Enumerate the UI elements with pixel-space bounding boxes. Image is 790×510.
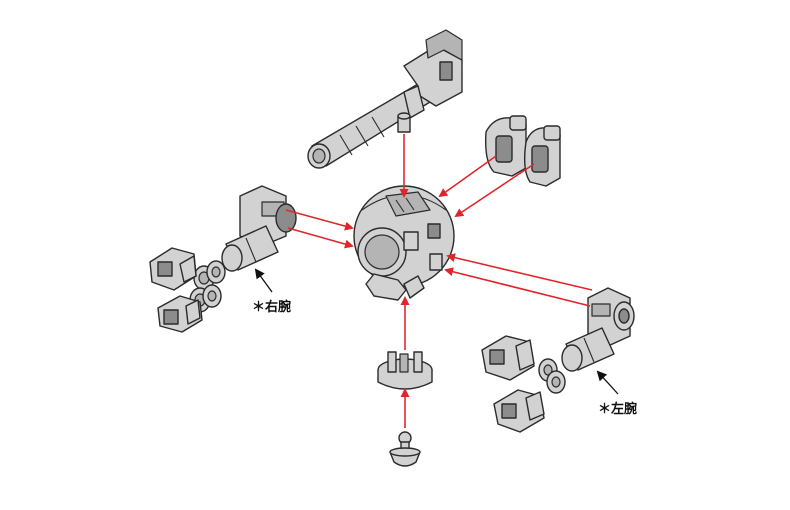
pointer-left-arm (596, 370, 619, 395)
shoulder-hinge-parts (484, 115, 561, 187)
arrow-right-arm-to-torso-upper (285, 209, 354, 231)
arrow-right-arm-to-torso-lower (287, 227, 354, 249)
arrow-left-arm-to-torso-lower (444, 267, 591, 307)
label-pointers (254, 268, 619, 395)
arrow-left-arm-to-torso-upper (446, 253, 593, 291)
right-arm-part (149, 185, 297, 333)
pointer-right-arm (254, 268, 273, 293)
ball-torso-part (353, 185, 455, 301)
right-arm-label: ＊右腕 (252, 300, 292, 315)
left-arm-label: ＊左腕 (598, 402, 638, 417)
left-arm-part (481, 287, 635, 433)
cannon-part (307, 29, 463, 169)
foot-peg-part (389, 431, 421, 467)
arrow-hinge-to-torso (438, 155, 497, 198)
assembly-arrows (285, 134, 593, 428)
waist-joint-part (377, 351, 433, 390)
arrow-hinge2-to-torso (454, 163, 535, 218)
